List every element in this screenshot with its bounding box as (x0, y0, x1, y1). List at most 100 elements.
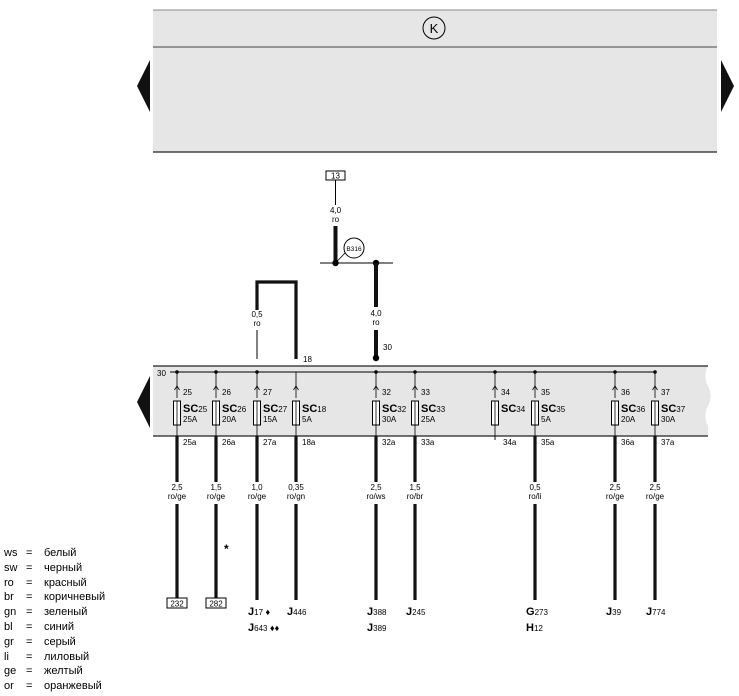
connector-label: 282 (209, 600, 223, 609)
legend-code: or (4, 680, 14, 693)
fuse-name: SC (621, 403, 636, 415)
legend-row: or=оранжевый (4, 679, 105, 694)
fuse-name: SC (541, 403, 556, 415)
feed2-wire-size: 4,0 (370, 309, 382, 318)
fuse-label: SC32 (382, 403, 407, 415)
endpoint: J245 (406, 504, 426, 618)
fuse-rating: 25A (183, 415, 198, 424)
wire-color: ro/ge (646, 492, 665, 501)
component-label-2: J389 (367, 622, 387, 634)
fuse-pin: 27 (263, 388, 272, 397)
fuse-label: SC36 (621, 403, 646, 415)
splice-symbol (343, 237, 365, 259)
legend-code: ro (4, 576, 14, 589)
header-symbol: K (430, 21, 439, 36)
legend-color-name: коричневый (44, 591, 106, 604)
legend-color-name: лиловый (44, 650, 90, 663)
legend-color-name: синий (44, 620, 75, 633)
fuse-pin: 36 (621, 388, 630, 397)
wire-size: 2,5 (609, 483, 621, 492)
bridge-wire-color: ro (253, 319, 261, 328)
wire-size: 2,5 (370, 483, 382, 492)
output-label: 18a (302, 438, 316, 447)
legend-equals: = (26, 665, 33, 678)
legend-code: gn (4, 606, 17, 619)
output-label: 35a (541, 438, 555, 447)
fuse-name: SC (421, 403, 436, 415)
legend-color-name: белый (44, 547, 77, 559)
legend-color-name: зеленый (44, 606, 88, 619)
endpoint: 282 * (205, 504, 229, 609)
fuse-pin: 33 (421, 388, 430, 397)
fuse-name: SC (263, 403, 278, 415)
fuse-pin: 35 (541, 388, 550, 397)
fuse-rating: 20A (222, 415, 237, 424)
fuse-rating: 20A (621, 415, 636, 424)
legend-row: ge=желтый (4, 664, 105, 679)
fuse-label: SC37 (661, 403, 686, 415)
terminal-label: 13 (331, 172, 340, 181)
fuse-number: 35 (556, 405, 565, 414)
legend-equals: = (26, 680, 33, 693)
fuse-rating: 30A (661, 415, 676, 424)
legend-equals: = (26, 635, 33, 648)
component-label: G273 (526, 606, 548, 618)
fuse-number: 37 (676, 405, 685, 414)
wire-color: ro/br (407, 492, 424, 501)
component-label: J388 (367, 606, 387, 618)
fuse-number: 32 (397, 405, 406, 414)
component-label: J17 ♦ (248, 606, 271, 618)
wire-color: ro/ge (207, 492, 226, 501)
legend-row: bl = синий (4, 620, 105, 635)
output-label: 25a (183, 438, 197, 447)
ground-symbol-icon (422, 16, 446, 40)
connector-box (205, 597, 227, 609)
component-label: J446 (287, 606, 307, 618)
legend-equals: = (26, 576, 33, 589)
fuse-pin: 32 (382, 388, 391, 397)
wire-size: 2,5 (649, 483, 661, 492)
legend-equals: = (26, 650, 33, 663)
legend-equals: = (26, 620, 33, 633)
legend-code: bl (4, 620, 13, 633)
footnote-mark: * (224, 542, 229, 556)
endpoint: J17 ♦ J643 ♦♦ (248, 504, 280, 634)
output-label: 34a (503, 438, 517, 447)
component-label-2: J643 ♦♦ (248, 622, 280, 634)
legend-code: sw (4, 561, 18, 574)
splice-label: B316 (346, 246, 362, 253)
wire-size: 0,5 (529, 483, 541, 492)
fuse-label: SC33 (421, 403, 446, 415)
legend-equals: = (26, 606, 33, 619)
connector-box (166, 597, 188, 609)
legend-color-name: серый (44, 635, 76, 648)
fuse-number: 25 (198, 405, 207, 414)
component-label-2: H12 (526, 622, 543, 634)
legend-code: ws (4, 547, 18, 559)
fuse-number: 26 (237, 405, 246, 414)
endpoint: J774 (646, 504, 666, 618)
component-label: J774 (646, 606, 666, 618)
feed-wire-color: ro (332, 215, 340, 224)
endpoint: J446 (287, 504, 307, 618)
legend-code: li (4, 650, 9, 663)
component-label: J245 (406, 606, 426, 618)
fuse-label: SC25 (183, 403, 208, 415)
fuse-name: SC (222, 403, 237, 415)
legend-row: gn = зеленый (4, 605, 105, 620)
fuse-label: SC35 (541, 403, 566, 415)
wire-color: ro/ws (366, 492, 385, 501)
endpoint: 232 (166, 504, 188, 609)
